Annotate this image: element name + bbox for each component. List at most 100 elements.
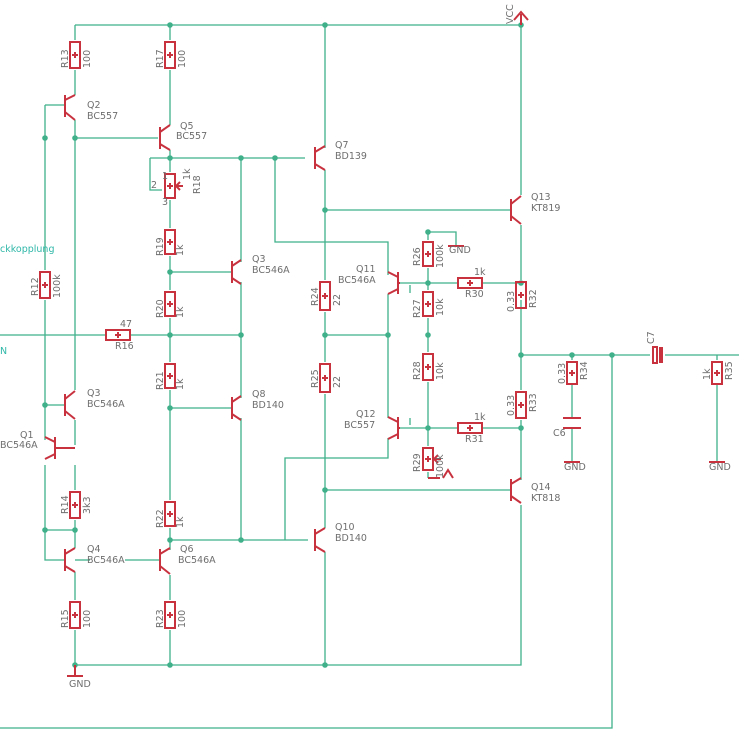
r24-value: 22 bbox=[332, 294, 343, 306]
q3-visible-name: Q3 bbox=[87, 388, 101, 399]
resistor-r22: R22 1k bbox=[155, 501, 186, 528]
r31-value: 1k bbox=[474, 412, 486, 423]
r35-value: 1k bbox=[702, 368, 713, 380]
gnd-symbol-r35: GND bbox=[709, 461, 731, 473]
r13-name: R13 bbox=[60, 49, 71, 68]
vcc-label: VCC bbox=[505, 4, 516, 24]
r18-pin2: 2 bbox=[151, 180, 157, 191]
transistor-q13: Q13 KT819 bbox=[510, 192, 560, 225]
capacitor-c6: C6 bbox=[553, 417, 581, 439]
transistor-q1: Q1 BC546A bbox=[0, 430, 75, 460]
transistor-q14: Q14 KT818 bbox=[510, 477, 560, 504]
transistor-q7: Q3 BC546A bbox=[231, 254, 290, 285]
resistor-r24: R24 22 bbox=[310, 281, 343, 311]
q7-type: BC546A bbox=[252, 265, 290, 276]
r24-name: R24 bbox=[310, 287, 321, 306]
r18-value: 1k bbox=[182, 168, 193, 180]
q7-name: Q3 bbox=[252, 254, 266, 265]
transistor-q8: Q8 BD140 bbox=[231, 389, 284, 421]
q1-type: BC546A bbox=[0, 440, 38, 451]
resistor-r23: R23 100 bbox=[155, 601, 188, 629]
resistor-r26: R26 100k bbox=[412, 241, 446, 268]
r25-name: R25 bbox=[310, 369, 321, 388]
transistor-q10: Q10 BD140 bbox=[314, 522, 367, 553]
transistor-q6: Q6 BC546A bbox=[159, 544, 216, 575]
r14-value: 3k3 bbox=[82, 496, 93, 514]
r20-name: R20 bbox=[155, 299, 166, 318]
q14-type: KT818 bbox=[531, 493, 560, 504]
r15-value: 100 bbox=[82, 610, 93, 628]
gnd-symbol-c6: GND bbox=[564, 461, 586, 473]
vcc-symbol: VCC bbox=[505, 4, 529, 25]
q13-type: KT819 bbox=[531, 203, 560, 214]
r30-name: R30 bbox=[465, 289, 484, 300]
q13-name: Q13 bbox=[531, 192, 551, 203]
gnd-label-r35: GND bbox=[709, 462, 731, 473]
capacitor-c7: C7 bbox=[646, 331, 663, 364]
resistor-r13: R13 100 bbox=[60, 41, 93, 69]
gnd-symbol-main: GND bbox=[67, 665, 91, 690]
gnd-label-c6: GND bbox=[564, 462, 586, 473]
r20-value: 1k bbox=[175, 306, 186, 318]
r18-pin1: 1 bbox=[162, 171, 168, 182]
r21-name: R21 bbox=[155, 371, 166, 390]
q10-type: BD140 bbox=[335, 533, 367, 544]
r23-value: 100 bbox=[177, 610, 188, 628]
r27-value: 10k bbox=[435, 298, 446, 316]
q4-name: Q4 bbox=[87, 544, 101, 555]
q6-type: BC546A bbox=[178, 555, 216, 566]
resistor-r15: R15 100 bbox=[60, 601, 93, 629]
resistor-r32: 0.33 R32 bbox=[506, 281, 539, 312]
wires bbox=[0, 24, 739, 729]
q2-type: BC557 bbox=[87, 111, 118, 122]
r12-name: R12 bbox=[30, 277, 41, 296]
junctions bbox=[42, 22, 615, 668]
q5-type: BC557 bbox=[176, 131, 207, 142]
resistor-r12: R12 100k bbox=[30, 271, 63, 299]
transistor-q3: Q2 Q3 q3 Q3 bbox=[64, 390, 76, 420]
r34-name: R34 bbox=[579, 361, 590, 380]
input-net-label: N bbox=[0, 346, 7, 357]
r33-value: 0.33 bbox=[506, 395, 517, 416]
resistor-r28: R28 10k bbox=[412, 353, 446, 381]
transistor-q12: Q12 BC557 bbox=[344, 409, 400, 440]
transistor-q5: Q5 BC557 bbox=[159, 121, 207, 151]
c6-name: C6 bbox=[553, 428, 566, 439]
resistor-r21: R21 1k bbox=[155, 363, 186, 390]
r31-name: R31 bbox=[465, 434, 484, 445]
transistor-q2: Q2 BC557 bbox=[64, 94, 118, 122]
r30-value: 1k bbox=[474, 267, 486, 278]
r12-value: 100k bbox=[52, 274, 63, 298]
r23-name: R23 bbox=[155, 609, 166, 628]
q2-name: Q2 bbox=[87, 100, 101, 111]
q1-name: Q1 bbox=[20, 430, 34, 441]
q3-visible-type: BC546A bbox=[87, 399, 125, 410]
r15-name: R15 bbox=[60, 609, 71, 628]
trimmer-r29: R29 100k bbox=[412, 447, 446, 478]
trimmer-r18: 1 2 3 R18 1k bbox=[151, 168, 203, 208]
r26-value: 100k bbox=[435, 244, 446, 268]
r22-value: 1k bbox=[175, 516, 186, 528]
q5-name: Q5 bbox=[180, 121, 194, 132]
r34-value: 0.33 bbox=[557, 363, 568, 384]
r13-value: 100 bbox=[82, 50, 93, 68]
r28-name: R28 bbox=[412, 361, 423, 380]
resistor-r20: R20 1k bbox=[155, 291, 186, 318]
q4-type: BC546A bbox=[87, 555, 125, 566]
r32-value: 0.33 bbox=[506, 291, 517, 312]
r21-value: 1k bbox=[175, 378, 186, 390]
q9-type: BD139 bbox=[335, 151, 367, 162]
resistor-r27: R27 10k bbox=[412, 291, 446, 318]
r18-pin3: 3 bbox=[162, 197, 168, 208]
gnd-symbol-r26: GND bbox=[448, 245, 471, 256]
r19-value: 1k bbox=[175, 244, 186, 256]
transistor-q9: Q7 BD139 bbox=[314, 140, 367, 171]
r29-name: R29 bbox=[412, 453, 423, 472]
r16-value: 47 bbox=[120, 319, 132, 330]
r32-name: R32 bbox=[528, 289, 539, 308]
resistor-r16: 47 R16 bbox=[105, 319, 134, 352]
resistor-r30: 1k R30 bbox=[457, 267, 486, 300]
gnd-label-main: GND bbox=[69, 679, 91, 690]
r18-name: R18 bbox=[192, 175, 203, 194]
